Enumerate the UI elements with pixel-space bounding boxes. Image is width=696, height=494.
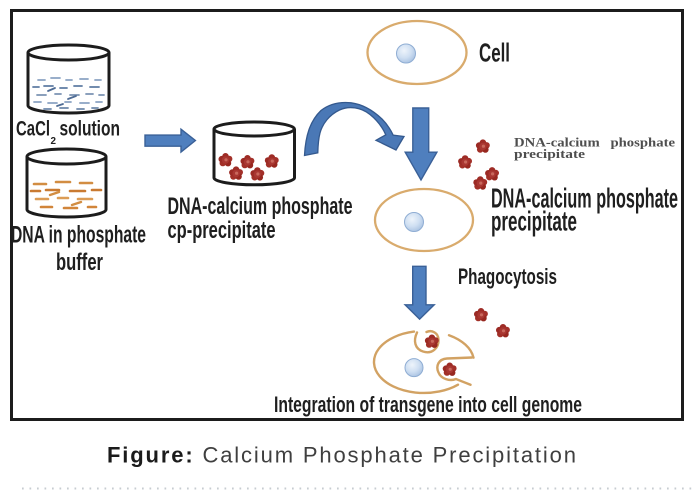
svg-text:solution: solution xyxy=(60,117,121,140)
svg-text:2: 2 xyxy=(51,135,57,147)
svg-text:DNA-calcium phosphate: DNA-calcium phosphate xyxy=(491,182,678,213)
svg-text:CaCl: CaCl xyxy=(16,117,50,140)
svg-text:Figure: Calcium Phosphate Prec: Figure: Calcium Phosphate Precipitation xyxy=(107,443,578,468)
svg-text:Cell: Cell xyxy=(479,38,510,68)
svg-text:buffer: buffer xyxy=(56,249,103,276)
svg-text:DNA-calcium phosphate: DNA-calcium phosphate xyxy=(168,193,353,220)
svg-text:precipitate: precipitate xyxy=(514,147,586,161)
svg-text:cp-precipitate: cp-precipitate xyxy=(168,217,276,244)
svg-text:DNA-calcium phosphate: DNA-calcium phosphate xyxy=(514,136,676,150)
svg-text:DNA in phosphate: DNA in phosphate xyxy=(11,221,146,248)
svg-text:precipitate: precipitate xyxy=(491,206,577,237)
svg-text:Integration of transgene into: Integration of transgene into cell genom… xyxy=(274,392,582,417)
svg-text:Phagocytosis: Phagocytosis xyxy=(458,264,557,289)
